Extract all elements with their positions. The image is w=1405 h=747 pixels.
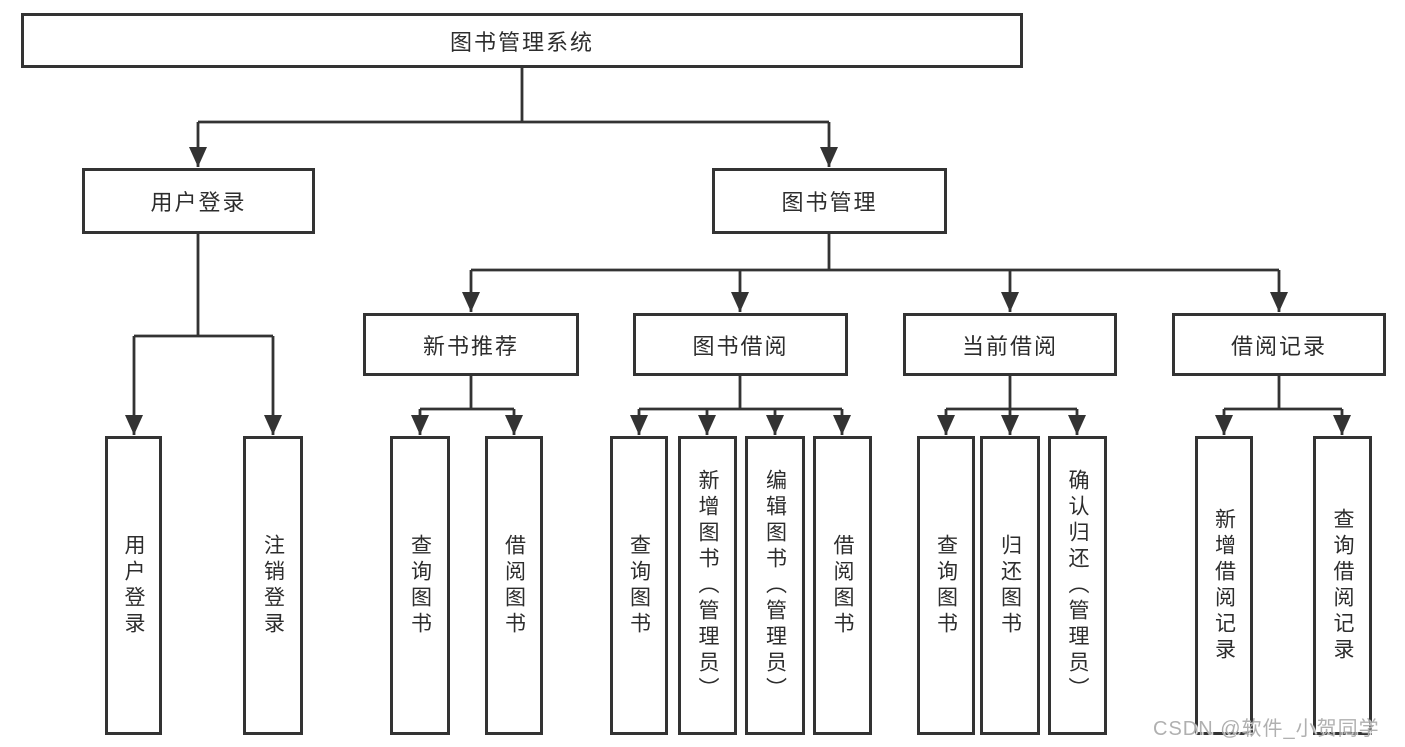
node-label: 用户登录: [150, 190, 247, 215]
node-library-management-system: 图书管理系统: [21, 13, 1023, 68]
node-label: 借阅图书: [831, 533, 854, 638]
node-label: 确认归还（管理员）: [1066, 468, 1089, 703]
node-label: 查询图书: [627, 533, 651, 638]
leaf-add-borrow-record: 新增借阅记录: [1195, 436, 1253, 735]
node-label: 查询借阅记录: [1331, 507, 1354, 664]
leaf-add-books-admin: 新增图书（管理员）: [678, 436, 737, 735]
node-label: 图书管理系统: [449, 29, 594, 55]
node-label: 归还图书: [998, 533, 1022, 638]
arrow-drops: [125, 122, 1351, 435]
node-label: 编辑图书（管理员）: [763, 468, 787, 703]
node-label: 新增借阅记录: [1212, 507, 1236, 664]
node-borrowing-records: 借阅记录: [1172, 313, 1386, 376]
node-label: 新书推荐: [422, 333, 519, 359]
tree-branch-segments: [134, 67, 1342, 411]
leaf-query-books-2: 查询图书: [610, 436, 668, 735]
node-book-management-branch: 图书管理: [712, 168, 947, 234]
node-label: 用户登录: [122, 533, 145, 638]
node-label: 借阅记录: [1230, 333, 1327, 359]
leaf-confirm-return-admin: 确认归还（管理员）: [1048, 436, 1107, 735]
leaf-borrow-books-2: 借阅图书: [813, 436, 872, 735]
node-book-borrowing: 图书借阅: [633, 313, 848, 376]
node-label: 查询图书: [934, 533, 958, 638]
node-user-login-branch: 用户登录: [82, 168, 315, 234]
leaf-query-borrow-record: 查询借阅记录: [1313, 436, 1372, 735]
node-label: 图书管理: [781, 190, 878, 215]
leaf-return-books: 归还图书: [980, 436, 1040, 735]
leaf-query-books-3: 查询图书: [917, 436, 975, 735]
node-new-book-recommendation: 新书推荐: [363, 313, 579, 376]
leaf-user-login: 用户登录: [105, 436, 162, 735]
leaf-borrow-books-1: 借阅图书: [485, 436, 543, 735]
node-label: 新增图书（管理员）: [696, 468, 719, 703]
node-label: 查询图书: [408, 533, 432, 638]
leaf-logout: 注销登录: [243, 436, 303, 735]
leaf-edit-books-admin: 编辑图书（管理员）: [745, 436, 805, 735]
leaf-query-books-1: 查询图书: [390, 436, 450, 735]
node-label: 图书借阅: [692, 333, 789, 359]
node-current-borrowing: 当前借阅: [903, 313, 1117, 376]
node-label: 注销登录: [261, 533, 285, 638]
node-label: 借阅图书: [502, 533, 526, 638]
node-label: 当前借阅: [961, 333, 1058, 359]
